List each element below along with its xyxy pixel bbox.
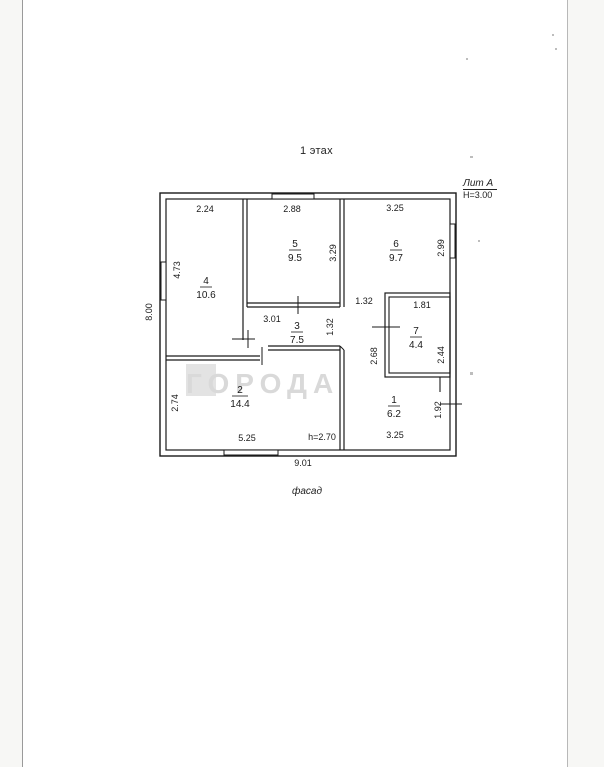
dim-2-44: 2.44 bbox=[436, 346, 446, 364]
document-sheet bbox=[22, 0, 568, 767]
window-left bbox=[160, 261, 167, 301]
dim-3-25-bottom: 3.25 bbox=[386, 430, 404, 440]
scan-marks bbox=[466, 34, 557, 375]
room-2-area: 14.4 bbox=[230, 399, 250, 410]
room-3-number: 3 bbox=[294, 321, 300, 332]
outer-wall-outer bbox=[159, 192, 457, 457]
dim-8-00: 8.00 bbox=[144, 303, 154, 321]
room-3-area: 7.5 bbox=[290, 335, 304, 346]
dim-h-2-70: h=2.70 bbox=[308, 432, 336, 442]
window-top bbox=[271, 193, 315, 200]
room-1-number: 1 bbox=[391, 395, 397, 406]
room-6-number: 6 bbox=[393, 239, 399, 250]
dim-2-88: 2.88 bbox=[283, 204, 301, 214]
room-1-area: 6.2 bbox=[387, 409, 401, 420]
watermark-text: ГОРОДА bbox=[186, 368, 340, 399]
dim-3-01: 3.01 bbox=[263, 314, 281, 324]
dim-3-25-top: 3.25 bbox=[386, 203, 404, 213]
dim-1-32-v: 1.32 bbox=[325, 318, 335, 336]
window-bottom bbox=[223, 449, 279, 456]
dim-5-25: 5.25 bbox=[238, 433, 256, 443]
room-6-area: 9.7 bbox=[389, 253, 403, 264]
dim-2-68: 2.68 bbox=[369, 347, 379, 365]
floor-title: 1 этах bbox=[300, 145, 333, 157]
dim-9-01: 9.01 bbox=[294, 458, 312, 468]
watermark-logo bbox=[186, 364, 216, 396]
room-7-area: 4.4 bbox=[409, 340, 423, 351]
dim-4-73: 4.73 bbox=[172, 261, 182, 279]
room-2-number: 2 bbox=[237, 385, 243, 396]
room-4-number: 4 bbox=[203, 276, 209, 287]
lit-label: Лит А H=3.00 bbox=[463, 178, 498, 201]
wall-room7-inner bbox=[388, 296, 451, 374]
room-7-number: 7 bbox=[413, 326, 419, 337]
window-right bbox=[449, 223, 456, 259]
outer-wall-inner bbox=[165, 198, 451, 451]
dim-1-32-h: 1.32 bbox=[355, 296, 373, 306]
dim-2-24: 2.24 bbox=[196, 204, 214, 214]
lit-name: Лит А bbox=[463, 178, 498, 190]
wall-joint bbox=[339, 345, 345, 351]
facade-label: фасад bbox=[292, 486, 323, 497]
lit-height: H=3.00 bbox=[463, 190, 493, 200]
dim-2-99: 2.99 bbox=[436, 239, 446, 257]
dim-1-81: 1.81 bbox=[413, 300, 431, 310]
room-4-area: 10.6 bbox=[196, 290, 216, 301]
room-5-number: 5 bbox=[292, 239, 298, 250]
dim-3-29: 3.29 bbox=[328, 244, 338, 262]
dim-1-92: 1.92 bbox=[433, 401, 443, 419]
dim-2-74: 2.74 bbox=[170, 394, 180, 412]
room-5-area: 9.5 bbox=[288, 253, 302, 264]
